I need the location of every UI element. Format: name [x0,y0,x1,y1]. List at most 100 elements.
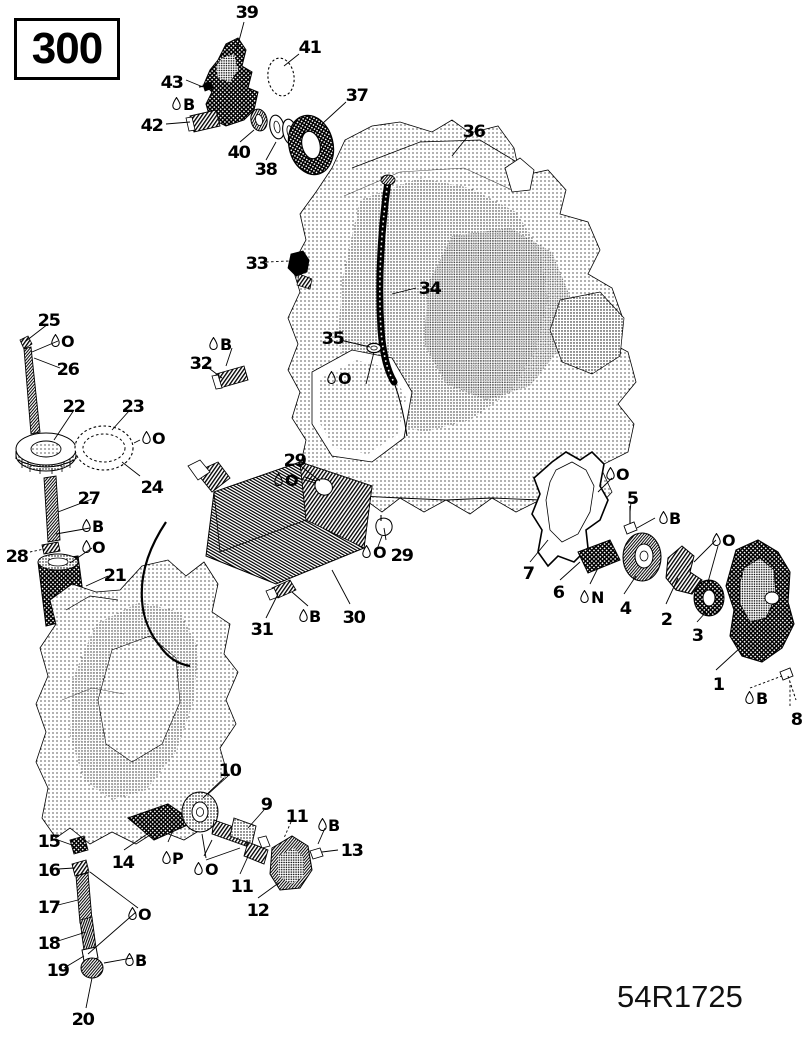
part-11-fitting [243,835,271,865]
part-28-washer [41,541,61,555]
callout-number-34: 34 [418,279,442,299]
lubricant-marker-n: N [580,588,604,607]
part-12-gear [269,835,313,891]
callout-number-8: 8 [790,710,803,730]
lubricant-marker-b: B [209,335,232,354]
callout-number-42: 42 [140,116,164,136]
part-6-screen [577,539,621,574]
callout-number-41: 41 [298,38,322,58]
callout-number-35: 35 [321,329,345,349]
part-42-shaft [185,109,221,133]
part-7-gasket [531,450,609,568]
leader-lines [25,21,791,1009]
part-40-ring [250,108,268,132]
lubricant-letter: O [205,860,219,879]
droplet-icon [606,467,615,483]
part-39-housing [203,37,259,127]
droplet-icon [580,590,589,606]
droplet-icon [125,953,134,969]
callout-number-19: 19 [46,961,70,981]
callout-number-10: 10 [218,761,242,781]
droplet-icon [82,519,91,535]
callout-number-11: 11 [285,807,309,827]
lubricant-letter: B [92,517,104,536]
part-17-rod [75,872,93,924]
callout-number-29: 29 [283,451,307,471]
callout-number-25: 25 [37,311,61,331]
droplet-icon [318,818,327,834]
part-2-coupling [665,545,703,595]
lubricant-letter: O [722,531,736,550]
part-8-screw [779,667,797,701]
part-23-o-ring [74,425,134,471]
callout-number-32: 32 [189,354,213,374]
droplet-icon [362,545,371,561]
lubricant-letter: N [591,588,604,607]
lubricant-letter: O [61,332,75,351]
part-15-nut [69,835,89,855]
droplet-icon [82,540,91,556]
droplet-icon [194,862,203,878]
callout-number-29: 29 [390,546,414,566]
section-number-label: 300 [31,24,103,73]
callout-number-40: 40 [227,143,251,163]
lubricant-letter: O [138,905,152,924]
lubricant-letter: B [183,95,195,114]
callout-number-28: 28 [5,547,29,567]
lubricant-marker-p: P [162,849,184,868]
callout-number-6: 6 [552,583,565,603]
part-36-crankcase-half [287,119,637,521]
lubricant-marker-o: O [82,538,106,557]
part-26-rod [23,346,41,435]
callout-number-33: 33 [245,254,269,274]
callout-number-20: 20 [71,1010,95,1030]
callout-number-3: 3 [691,626,704,646]
lubricant-marker-o: O [712,531,736,550]
part-35-sensor [366,342,382,354]
droplet-icon [659,511,668,527]
lubricant-letter: B [135,951,147,970]
callout-number-27: 27 [77,489,101,509]
lubricant-letter: O [92,538,106,557]
lubricant-marker-o: O [274,473,299,489]
lubricant-marker-o: O [362,543,387,562]
callout-number-36: 36 [462,122,486,142]
lubricant-letter: B [220,335,232,354]
callout-number-16: 16 [37,861,61,881]
part-33-plug [287,250,313,290]
part-10-gear [181,791,219,833]
lubricant-letter: B [669,509,681,528]
callout-number-39: 39 [235,3,259,23]
callout-number-22: 22 [62,397,86,417]
droplet-icon [712,533,721,549]
lubricant-marker-o: O [142,431,166,447]
lubricant-letter: P [172,849,184,868]
part-9-shaft [211,817,257,847]
section-number-box: 300 [14,18,120,80]
part-4-rotor [622,532,662,582]
callout-number-21: 21 [103,566,127,586]
lubricant-marker-b: B [172,95,195,114]
droplet-icon [172,97,181,113]
callout-number-7: 7 [522,564,535,584]
part-32-bolt [211,365,249,390]
lubricant-letter: B [756,689,768,708]
part-22-gear [15,432,77,474]
lubricant-marker-o: O [194,860,219,879]
callout-number-24: 24 [140,478,164,498]
callout-number-13: 13 [340,841,364,861]
part-19-seat [81,946,99,962]
callout-number-9: 9 [260,795,273,815]
droplet-icon [51,334,60,350]
callout-number-23: 23 [121,397,145,417]
part-29-fitting [304,476,393,536]
lubricant-marker-b: B [299,609,321,625]
oil-pickup-tube [140,521,191,668]
callout-number-30: 30 [342,608,366,628]
callout-number-31: 31 [250,620,274,640]
part-34-hose [376,174,408,437]
part-31-bolt [265,579,297,601]
droplet-icon [299,609,308,625]
callout-number-43: 43 [160,73,184,93]
lubricant-letter: O [373,543,387,562]
